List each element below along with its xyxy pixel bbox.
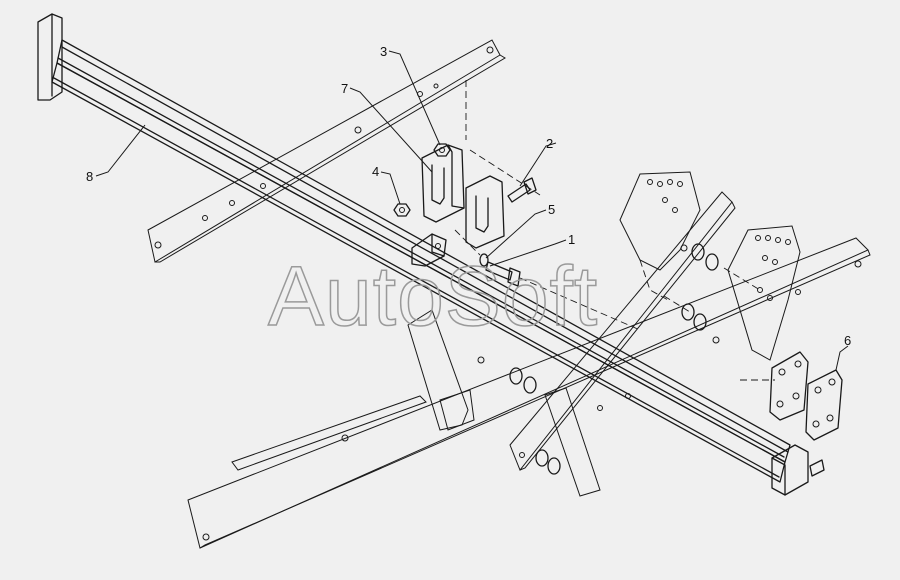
callout-1: 1 bbox=[568, 232, 575, 247]
flange-plate-6a bbox=[769, 351, 809, 421]
perforated-bracket-rear bbox=[619, 171, 701, 271]
bolt-1 bbox=[485, 261, 521, 287]
assembly-guide-lines bbox=[454, 80, 775, 381]
lower-frame-rail bbox=[187, 237, 871, 549]
washer-5 bbox=[479, 253, 489, 267]
slotted-plate-7 bbox=[421, 144, 465, 223]
callout-3: 3 bbox=[380, 44, 387, 59]
callout-leaders bbox=[95, 50, 849, 371]
callout-6: 6 bbox=[844, 333, 851, 348]
beam-end-cap-left bbox=[37, 13, 63, 101]
nut-4 bbox=[393, 203, 411, 217]
beam-clamp bbox=[411, 233, 447, 267]
bolt-2 bbox=[507, 177, 537, 203]
callout-4: 4 bbox=[372, 164, 379, 179]
beam-end-cap-right bbox=[771, 444, 825, 496]
watermark-text: AutoSoft bbox=[268, 249, 598, 343]
perforated-bracket-front bbox=[727, 225, 801, 361]
callout-2: 2 bbox=[546, 136, 553, 151]
callout-5: 5 bbox=[548, 202, 555, 217]
callout-7: 7 bbox=[341, 81, 348, 96]
left-side-plates bbox=[407, 309, 601, 497]
flange-plate-6b bbox=[805, 369, 843, 441]
bushings bbox=[509, 243, 719, 475]
callout-8: 8 bbox=[86, 169, 93, 184]
slotted-plate-rear bbox=[465, 175, 505, 249]
middle-frame-rail bbox=[509, 191, 736, 471]
nut-3 bbox=[433, 143, 451, 157]
upper-frame-rail bbox=[147, 39, 506, 263]
main-beam bbox=[51, 39, 791, 483]
